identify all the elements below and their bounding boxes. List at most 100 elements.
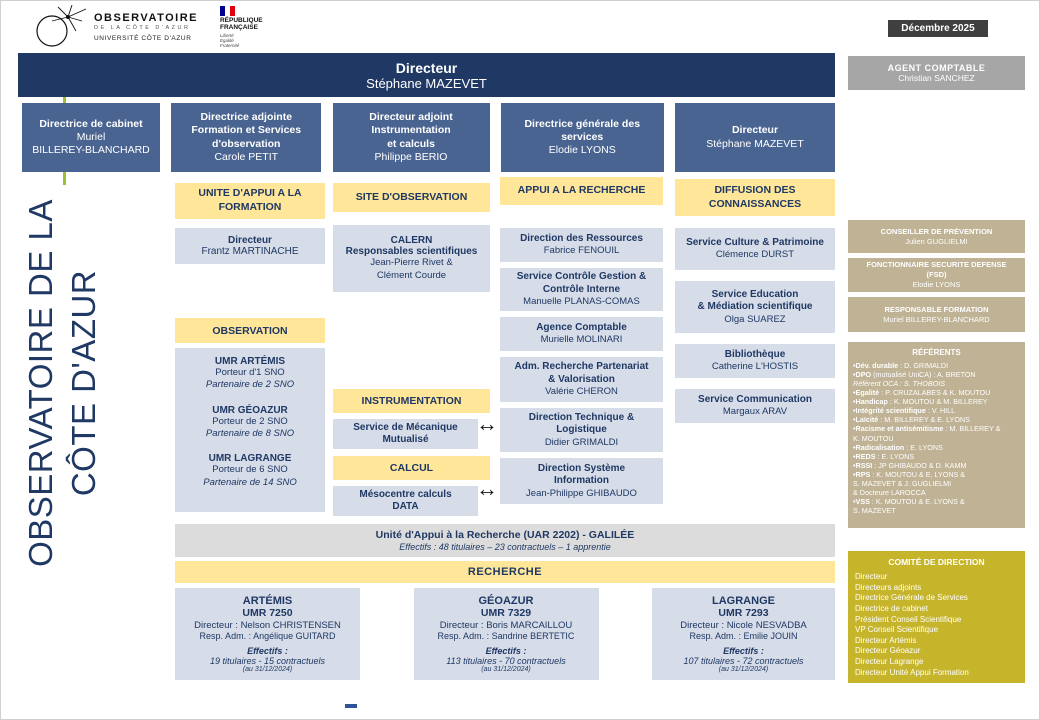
header-observation: OBSERVATION bbox=[175, 318, 325, 343]
service-title: Bibliothèque bbox=[724, 348, 786, 360]
lab-box: ARTÉMIS UMR 7250 Directeur : Nelson CHRI… bbox=[175, 588, 360, 680]
labs-row: ARTÉMIS UMR 7250 Directeur : Nelson CHRI… bbox=[175, 588, 835, 680]
lab-effectifs: 107 titulaires - 72 contractuels bbox=[683, 656, 804, 666]
logo-org-subtitle: DE LA CÔTE D'AZUR bbox=[94, 25, 191, 31]
republique-francaise-block: RÉPUBLIQUE FRANÇAISE Liberté Égalité Fra… bbox=[219, 5, 263, 49]
comite-member: Directeur Lagrange bbox=[855, 657, 924, 666]
referent-people: : M. BILLEREY & K. MOUTOU bbox=[853, 424, 1001, 443]
formation-director-box: Directeur Frantz MARTINACHE bbox=[175, 228, 325, 264]
role-title: RESPONSABLE FORMATION bbox=[884, 304, 989, 314]
role-title: FONCTIONNAIRE SECURITE DEFENSE (FSD) bbox=[866, 260, 1007, 280]
service-box: Service Contrôle Gestion & Contrôle Inte… bbox=[500, 268, 663, 311]
director-box-title: Directeur bbox=[731, 124, 779, 137]
referent-role: Radicalisation bbox=[853, 443, 904, 452]
lab-box: GÉOAZUR UMR 7329 Directeur : Boris MARCA… bbox=[413, 588, 599, 680]
umr-entry: UMR ARTÉMIS Porteur d'1 SNO Partenaire d… bbox=[206, 356, 294, 392]
director-box-name: Carole PETIT bbox=[214, 150, 279, 163]
lab-asof-date: (au 31/12/2024) bbox=[481, 666, 531, 673]
umr-porteur: Porteur de 6 SNO bbox=[212, 464, 288, 476]
header-calcul: CALCUL bbox=[333, 456, 490, 480]
agent-comptable-title: AGENT COMPTABLE bbox=[887, 63, 986, 73]
calern-title: CALERN bbox=[390, 235, 433, 247]
referent-people: : K. MOUTOU & M. BILLEREY bbox=[887, 397, 988, 407]
service-title: Direction des Ressources bbox=[520, 232, 643, 244]
referent-entry: Intégrité scientifique : V. HILL bbox=[853, 406, 1020, 415]
comite-member: Directeurs adjoints bbox=[855, 582, 922, 592]
lab-director: Directeur : Nelson CHRISTENSEN bbox=[194, 620, 341, 631]
double-arrow-icon: ↔ bbox=[476, 411, 498, 436]
agent-comptable-name: Christian SANCHEZ bbox=[898, 73, 975, 83]
director-box-name: Stéphane MAZEVET bbox=[706, 137, 804, 150]
director-box: Directrice de cabinet Muriel BILLEREY-BL… bbox=[22, 103, 160, 172]
role-title: CONSEILLER DE PRÉVENTION bbox=[880, 226, 993, 236]
director-box-title: Directeur adjoint Instrumentation et cal… bbox=[369, 111, 453, 150]
referent-people: : D. GRIMALDI bbox=[898, 361, 949, 370]
service-box: Agence Comptable Murielle MOLINARI bbox=[500, 317, 663, 351]
referent-entry: REDS : E. LYONS bbox=[853, 452, 1020, 461]
service-title: Agence Comptable bbox=[536, 321, 627, 333]
service-name: Catherine L'HOSTIS bbox=[711, 361, 799, 373]
galilee-bar: Unité d'Appui à la Recherche (UAR 2202) … bbox=[175, 524, 835, 557]
service-box: Service Culture & Patrimoine Clémence DU… bbox=[675, 228, 835, 270]
formation-director-name: Frantz MARTINACHE bbox=[201, 246, 299, 257]
umr-name: UMR GÉOAZUR bbox=[212, 404, 288, 416]
comite-member: Directeur bbox=[855, 572, 888, 581]
role-name: Elodie LYONS bbox=[912, 279, 961, 289]
comite-member: Directeur Artémis bbox=[855, 635, 917, 645]
role-name: Muriel BILLEREY-BLANCHARD bbox=[883, 314, 990, 324]
referent-role: Racisme et antisémitisme bbox=[853, 424, 943, 433]
referent-role: Laïcité bbox=[853, 415, 878, 424]
oca-star-icon bbox=[36, 5, 87, 47]
lab-effectifs: 113 titulaires - 70 contractuels bbox=[446, 656, 566, 666]
lab-effectifs-label: Effectifs : bbox=[247, 646, 288, 656]
logo-university: UNIVERSITÉ CÔTE D'AZUR bbox=[94, 35, 192, 42]
comite-member: Directeur Géoazur bbox=[855, 646, 921, 656]
motto-label: Liberté Égalité Fraternité bbox=[219, 33, 240, 49]
appui-services-column: Direction des Ressources Fabrice FENOUIL… bbox=[500, 228, 663, 504]
umr-entry: UMR LAGRANGE Porteur de 6 SNO Partenaire… bbox=[203, 453, 296, 489]
lab-resp-adm: Resp. Adm. : Sandrine BERTETIC bbox=[437, 631, 575, 641]
lab-name: LAGRANGE bbox=[712, 595, 775, 607]
header-appui-recherche: APPUI A LA RECHERCHE bbox=[500, 177, 663, 205]
logo-org-name: OBSERVATOIRE bbox=[94, 12, 198, 24]
referent-role: Handicap bbox=[853, 397, 888, 406]
director-box-title: Directrice générale des services bbox=[524, 117, 641, 143]
referent-people: : P. CRUZALABES & K. MOUTOU bbox=[879, 388, 991, 398]
role-box: RESPONSABLE FORMATION Muriel BILLEREY-BL… bbox=[848, 297, 1025, 332]
referent-people: : E. LYONS bbox=[904, 442, 943, 452]
logo-block: OBSERVATOIRE DE LA CÔTE D'AZUR UNIVERSIT… bbox=[28, 4, 348, 50]
referent-people: : E. LYONS bbox=[875, 451, 915, 461]
lab-effectifs: 19 titulaires - 15 contractuels bbox=[209, 656, 326, 666]
referent-role: Intégrité scientifique bbox=[853, 406, 926, 415]
referent-people: (mutualisé UniCA) : A. BRETON bbox=[871, 370, 976, 380]
service-title: Service Culture & Patrimoine bbox=[686, 236, 824, 248]
service-title: Service Communication bbox=[698, 393, 812, 405]
service-name: Olga SUAREZ bbox=[724, 313, 786, 325]
service-box: Adm. Recherche Partenariat & Valorisatio… bbox=[500, 357, 663, 402]
lab-resp-adm: Resp. Adm. : Angélique GUITARD bbox=[199, 631, 336, 641]
umr-name: UMR ARTÉMIS bbox=[214, 356, 286, 367]
referent-entry: Radicalisation : E. LYONS bbox=[853, 443, 1020, 452]
service-name: Murielle MOLINARI bbox=[540, 334, 623, 346]
service-name: Manuelle PLANAS-COMAS bbox=[523, 296, 640, 308]
referent-entry: RSSI : JP GHIBAUDO & D. KAMM bbox=[853, 461, 1020, 470]
director-box-title: Directrice adjointe Formation et Service… bbox=[191, 111, 302, 150]
referents-list: Dév. durable : D. GRIMALDI DPO (mutualis… bbox=[853, 361, 1020, 515]
referent-role: DPO bbox=[853, 370, 871, 379]
galilee-title: Unité d'Appui à la Recherche (UAR 2202) … bbox=[375, 529, 635, 541]
director-box-name: Philippe BERIO bbox=[374, 150, 448, 163]
service-name: Didier GRIMALDI bbox=[544, 436, 619, 448]
service-mecanique-box: Service de Mécanique Mutualisé bbox=[333, 419, 478, 449]
service-title: Direction Système Information bbox=[537, 462, 626, 487]
service-box: Direction Système Information Jean-Phili… bbox=[500, 458, 663, 504]
diffusion-services-column: Service Culture & Patrimoine Clémence DU… bbox=[675, 228, 835, 423]
referent-role: VSS bbox=[853, 497, 870, 506]
header-unite-appui-formation: UNITE D'APPUI A LA FORMATION bbox=[175, 183, 325, 219]
lab-director: Directeur : Boris MARCAILLOU bbox=[439, 620, 573, 631]
director-banner: Directeur Stéphane MAZEVET bbox=[18, 53, 835, 97]
vertical-page-title: OBSERVATOIRE DE LA CÔTE D'AZUR bbox=[22, 199, 102, 567]
referent-people: : JP GHIBAUDO & D. KAMM bbox=[872, 460, 967, 470]
